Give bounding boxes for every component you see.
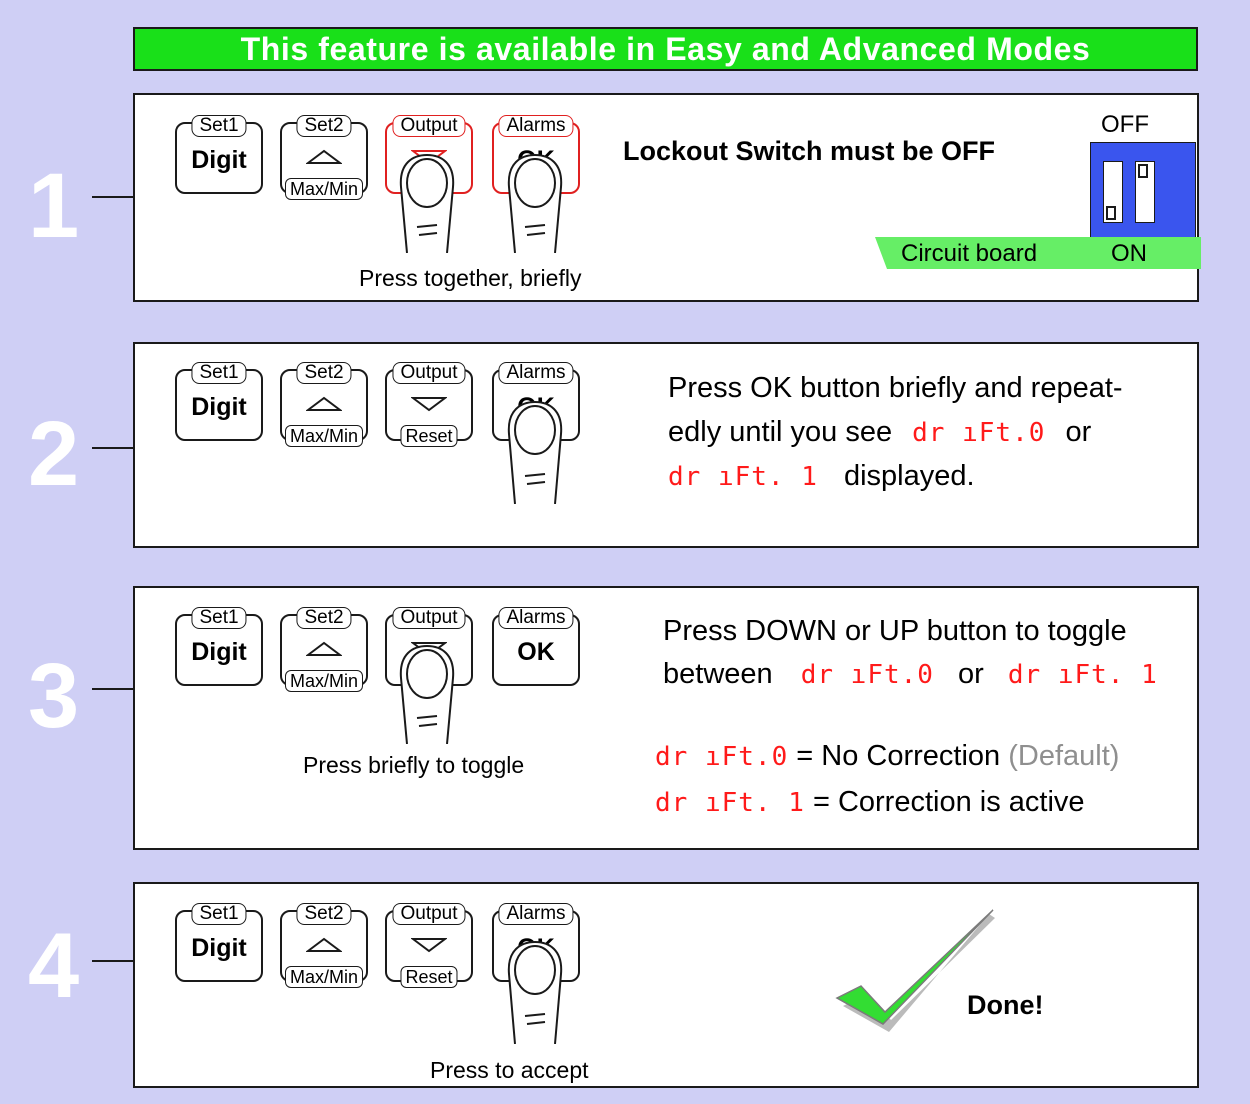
step-4-caption: Press to accept bbox=[430, 1057, 589, 1083]
key-top-label: Set1 bbox=[191, 903, 247, 925]
display-drift-1: dr ıFt. 1 bbox=[1007, 660, 1158, 690]
key-top-label: Output bbox=[392, 903, 466, 925]
finger-pointer-icon bbox=[399, 644, 455, 744]
key-bottom-label: Max/Min bbox=[284, 670, 364, 692]
key-top-label: Output bbox=[392, 362, 466, 384]
circuit-board-shape bbox=[875, 237, 1201, 269]
step-3-number: 3 bbox=[28, 645, 80, 747]
step-2-displayed-text: displayed. bbox=[843, 460, 975, 492]
finger-pointer-icon bbox=[507, 940, 563, 1044]
finger-pointer-icon bbox=[399, 153, 455, 253]
step-1-caption: Press together, briefly bbox=[359, 265, 582, 291]
step-2-line-3: dr ıFt. 1 displayed. bbox=[668, 454, 975, 499]
step-2-line-1: Press OK button briefly and repeat- bbox=[668, 372, 1123, 404]
drift-0-meaning: = No Correction bbox=[796, 740, 1001, 772]
step-4-number: 4 bbox=[28, 915, 80, 1017]
step-3-connector bbox=[92, 688, 133, 690]
display-drift-0: dr ıFt.0 bbox=[912, 418, 1046, 448]
step-4-connector bbox=[92, 960, 133, 962]
key-top-label: Alarms bbox=[498, 903, 574, 925]
key-bottom-label: Max/Min bbox=[284, 178, 364, 200]
circuit-board-label: Circuit board bbox=[901, 240, 1038, 267]
drift-1-meaning: = Correction is active bbox=[812, 786, 1085, 818]
lockout-dip-switch[interactable] bbox=[1090, 142, 1196, 242]
switch-off-label: OFF bbox=[1101, 111, 1149, 138]
key-top-label: Alarms bbox=[498, 115, 574, 137]
key-main-label: Digit bbox=[191, 146, 247, 174]
key-top-label: Set2 bbox=[296, 903, 352, 925]
step-3-line-2: between dr ıFt.0 or dr ıFt. 1 bbox=[663, 652, 1158, 697]
key-top-label: Set1 bbox=[191, 115, 247, 137]
switch-slot-2 bbox=[1135, 161, 1155, 223]
step-3-caption: Press briefly to toggle bbox=[303, 752, 525, 778]
set1-digit-key[interactable]: Set1 Digit bbox=[175, 115, 263, 194]
switch-slot-1 bbox=[1103, 161, 1123, 223]
key-top-label: Output bbox=[392, 115, 466, 137]
step-2-connector bbox=[92, 447, 133, 449]
up-arrow-icon bbox=[306, 149, 342, 164]
key-top-label: Set1 bbox=[191, 607, 247, 629]
set1-digit-key[interactable]: Set1 Digit bbox=[175, 607, 263, 686]
step-3-panel: Set1 Digit Set2 Max/Min Output Alarms OK… bbox=[133, 586, 1199, 850]
set2-up-key[interactable]: Set2 Max/Min bbox=[280, 903, 368, 988]
set2-up-key[interactable]: Set2 Max/Min bbox=[280, 362, 368, 447]
alarms-ok-key[interactable]: Alarms OK bbox=[492, 607, 580, 686]
key-top-label: Alarms bbox=[498, 607, 574, 629]
step-3-or-text: or bbox=[958, 658, 984, 690]
step-1-number: 1 bbox=[28, 155, 80, 257]
set2-up-key[interactable]: Set2 Max/Min bbox=[280, 607, 368, 692]
set1-digit-key[interactable]: Set1 Digit bbox=[175, 903, 263, 982]
step-2-panel: Set1 Digit Set2 Max/Min Output Reset Ala… bbox=[133, 342, 1199, 548]
up-arrow-icon bbox=[306, 396, 342, 411]
display-drift-1: dr ıFt. 1 bbox=[655, 788, 805, 818]
mode-banner: This feature is available in Easy and Ad… bbox=[133, 27, 1198, 71]
output-down-key[interactable]: Output Reset bbox=[385, 362, 473, 447]
set1-digit-key[interactable]: Set1 Digit bbox=[175, 362, 263, 441]
finger-pointer-icon bbox=[507, 153, 563, 253]
step-3-line-1: Press DOWN or UP button to toggle bbox=[663, 615, 1127, 647]
step-2-line-2: edly until you see dr ıFt.0 or bbox=[668, 410, 1091, 455]
key-top-label: Set2 bbox=[296, 607, 352, 629]
key-bottom-label: Reset bbox=[400, 425, 458, 447]
key-top-label: Set1 bbox=[191, 362, 247, 384]
key-main-label: Digit bbox=[191, 934, 247, 962]
key-main-label: Digit bbox=[191, 638, 247, 666]
key-top-label: Alarms bbox=[498, 362, 574, 384]
done-label: Done! bbox=[967, 990, 1044, 1020]
step-1-connector bbox=[92, 196, 133, 198]
lockout-instruction: Lockout Switch must be OFF bbox=[623, 136, 996, 166]
step-4-panel: Set1 Digit Set2 Max/Min Output Reset Ala… bbox=[133, 882, 1199, 1088]
up-arrow-icon bbox=[306, 937, 342, 952]
key-bottom-label: Max/Min bbox=[284, 966, 364, 988]
display-drift-1: dr ıFt. 1 bbox=[668, 462, 818, 492]
display-drift-0: dr ıFt.0 bbox=[800, 660, 934, 690]
key-top-label: Set2 bbox=[296, 362, 352, 384]
key-main-label: OK bbox=[517, 638, 555, 666]
step-2-line-2-text: edly until you see bbox=[668, 416, 893, 448]
step-1-panel: Set1 Digit Set2 Max/Min Output Alarms OK… bbox=[133, 93, 1201, 302]
key-top-label: Output bbox=[392, 607, 466, 629]
key-top-label: Set2 bbox=[296, 115, 352, 137]
key-main-label: Digit bbox=[191, 393, 247, 421]
switch-on-label: ON bbox=[1111, 240, 1147, 267]
key-bottom-label: Reset bbox=[400, 966, 458, 988]
key-bottom-label: Max/Min bbox=[284, 425, 364, 447]
output-down-key[interactable]: Output Reset bbox=[385, 903, 473, 988]
step-3-between-text: between bbox=[663, 658, 773, 690]
finger-pointer-icon bbox=[507, 400, 563, 504]
checkmark-icon bbox=[835, 909, 995, 1032]
default-note: (Default) bbox=[1008, 740, 1120, 772]
down-arrow-icon bbox=[411, 938, 447, 953]
display-drift-0: dr ıFt.0 bbox=[655, 742, 789, 772]
step-2-number: 2 bbox=[28, 403, 80, 505]
down-arrow-icon bbox=[411, 397, 447, 412]
drift-1-definition: dr ıFt. 1 = Correction is active bbox=[655, 780, 1085, 825]
set2-up-key[interactable]: Set2 Max/Min bbox=[280, 115, 368, 200]
drift-0-definition: dr ıFt.0 = No Correction (Default) bbox=[655, 734, 1119, 779]
step-2-or-text: or bbox=[1065, 416, 1092, 448]
up-arrow-icon bbox=[306, 641, 342, 656]
